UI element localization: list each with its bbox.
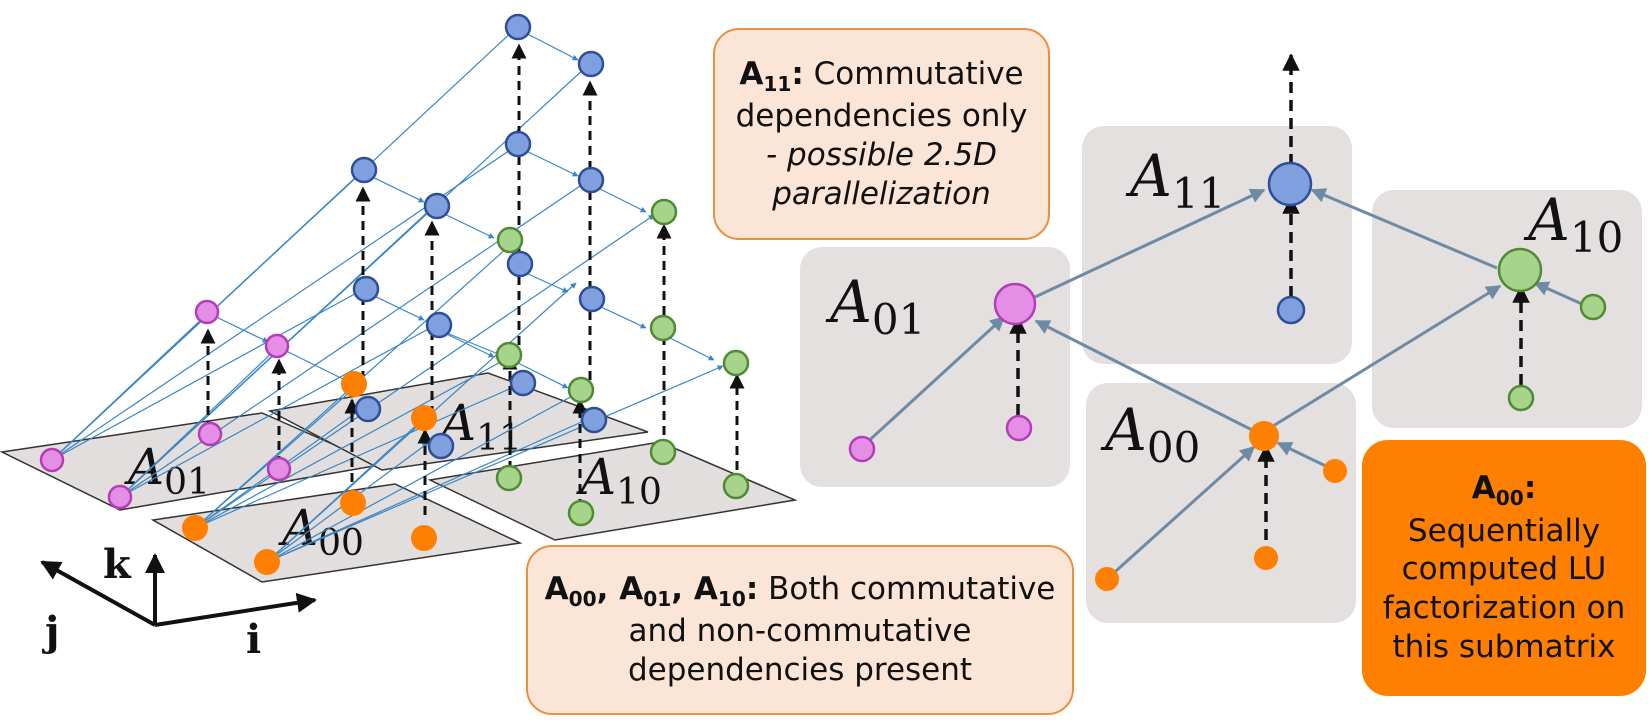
node-blue — [425, 311, 453, 339]
node-green — [649, 438, 677, 466]
node-a01-small — [1005, 414, 1033, 442]
node-pink — [39, 447, 65, 473]
note-a00-line3: computed LU — [1401, 551, 1607, 588]
node-a00-small — [1095, 567, 1119, 591]
node-a00-small — [1323, 459, 1347, 483]
block-label-a00: A00 — [1100, 396, 1200, 472]
node-blue — [578, 285, 606, 313]
node-orange — [182, 515, 208, 541]
note-mixed: A00, A01, A10: Both commutative and non-… — [526, 545, 1074, 715]
node-green — [496, 226, 524, 254]
node-a00-big — [1249, 421, 1279, 451]
block-label-a10: A10 — [1523, 186, 1623, 262]
axis-label-k: k — [103, 541, 132, 588]
left-nodes — [39, 13, 750, 575]
node-blue — [580, 406, 608, 434]
node-orange — [340, 490, 366, 516]
node-green — [722, 472, 750, 500]
node-green — [495, 464, 523, 492]
axis-label-i: i — [246, 616, 261, 663]
node-green — [650, 198, 678, 226]
node-blue — [350, 156, 378, 184]
right-dashed-arrows — [1009, 53, 1530, 540]
note-a00: A00: Sequentially computed LU factorizat… — [1362, 440, 1646, 696]
node-blue — [423, 192, 451, 220]
node-blue — [506, 250, 534, 278]
block-a11 — [1082, 126, 1352, 364]
node-orange — [341, 371, 367, 397]
block-label-a01: A01 — [825, 268, 925, 344]
node-orange — [411, 405, 437, 431]
note-a11-line4: parallelization — [772, 175, 991, 212]
node-pink — [194, 299, 220, 325]
note-mixed-line3: dependencies present — [627, 652, 973, 689]
note-mixed-label: A00, A01, A10: — [544, 571, 759, 612]
note-a11: A11: Commutative dependencies only - pos… — [713, 28, 1050, 240]
note-a00-line5: this submatrix — [1392, 628, 1616, 665]
node-pink — [107, 484, 133, 510]
node-green — [567, 499, 595, 527]
left-plane-labels: A01 A11 A00 A10 — [124, 394, 662, 564]
node-blue — [427, 432, 455, 460]
note-mixed-line2: and non-commutative — [628, 613, 972, 650]
plane-a00 — [150, 483, 523, 583]
node-pink — [266, 456, 292, 482]
node-a10-small — [1507, 384, 1535, 412]
node-blue — [504, 130, 532, 158]
block-label-a11: A11 — [1125, 142, 1225, 218]
node-a10-small — [1579, 293, 1607, 321]
node-blue — [352, 275, 380, 303]
plane-a10 — [427, 441, 798, 541]
node-a00-small — [1254, 546, 1278, 570]
node-pink — [264, 333, 290, 359]
plane-label-a11: A11 — [436, 394, 522, 459]
note-a11-line2: dependencies only — [735, 98, 1028, 135]
node-a11-small — [1276, 295, 1306, 325]
node-a10-big — [1497, 247, 1543, 293]
node-a11-big — [1267, 161, 1313, 207]
node-green — [567, 376, 595, 404]
node-a01-big — [993, 282, 1037, 326]
node-blue — [577, 50, 605, 78]
node-a01-small — [848, 435, 876, 463]
node-orange — [411, 525, 437, 551]
note-a11-line3: - possible 2.5D — [766, 136, 997, 173]
node-green — [722, 349, 750, 377]
node-orange — [254, 549, 280, 575]
note-a00-line2: Sequentially — [1407, 512, 1601, 549]
node-pink — [197, 421, 223, 447]
note-a11-label: A11: — [739, 55, 804, 96]
node-blue — [354, 395, 382, 423]
node-blue — [504, 13, 532, 41]
axis-label-j: j — [42, 608, 59, 655]
plane-label-a10: A10 — [576, 448, 662, 513]
axes — [40, 553, 317, 627]
plane-label-a00: A00 — [278, 499, 364, 564]
node-green — [649, 314, 677, 342]
note-a00-line4: factorization on — [1382, 590, 1626, 627]
block-a10 — [1372, 190, 1642, 428]
right-nodes — [848, 161, 1607, 591]
node-blue — [509, 369, 537, 397]
node-blue — [577, 166, 605, 194]
right-edges — [860, 188, 1592, 581]
note-a00-label: A00: — [1471, 470, 1537, 511]
node-green — [495, 341, 523, 369]
